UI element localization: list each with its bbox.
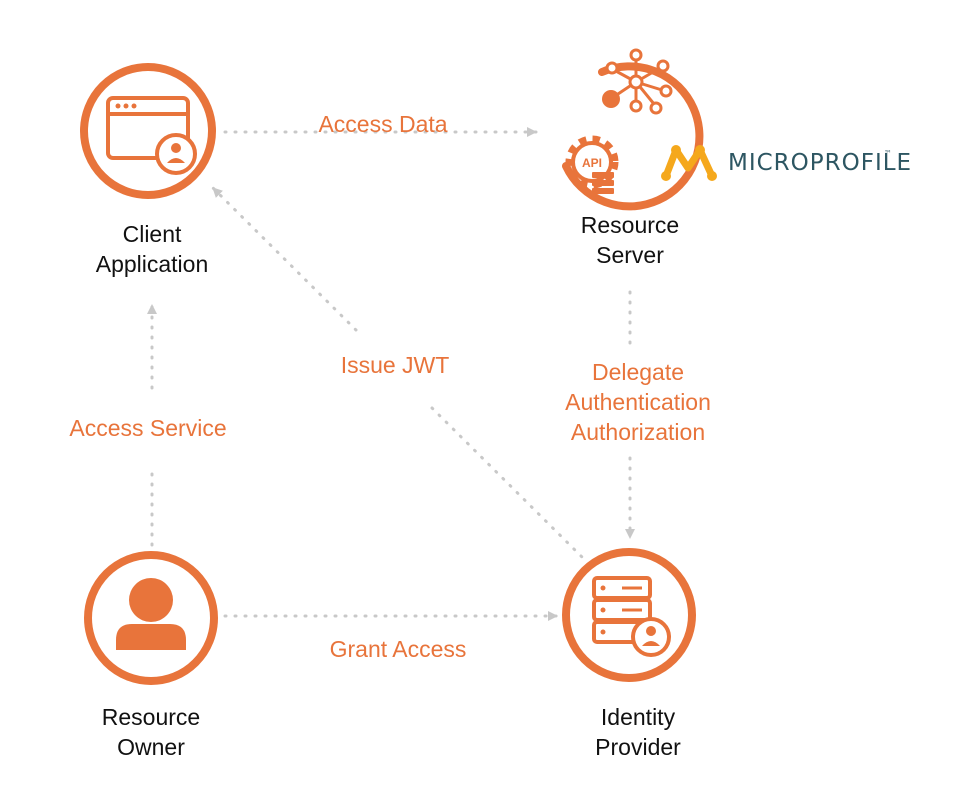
client-label-line1: Client bbox=[123, 221, 182, 247]
edge-issue-jwt bbox=[211, 186, 587, 562]
svg-text:API: API bbox=[582, 156, 602, 170]
resource-server-label-line1: Resource bbox=[581, 212, 679, 238]
client-node-ring bbox=[80, 63, 216, 199]
edge-label-authorization: Authorization bbox=[571, 419, 705, 445]
node-client-application[interactable]: Client Application bbox=[80, 63, 216, 277]
identity-provider-ring bbox=[562, 548, 696, 682]
node-resource-owner[interactable]: Resource Owner bbox=[84, 551, 218, 760]
microprofile-wordmark: MICROPROFILE bbox=[728, 150, 912, 176]
client-label-line2: Application bbox=[96, 251, 209, 277]
api-gear-icon: API bbox=[565, 135, 619, 194]
edge-label-authentication: Authentication bbox=[565, 389, 711, 415]
node-identity-provider[interactable]: Identity Provider bbox=[562, 548, 696, 760]
edge-label-access-service: Access Service bbox=[69, 415, 226, 441]
identity-provider-label-line2: Provider bbox=[595, 734, 681, 760]
person-icon bbox=[116, 578, 186, 650]
edge-label-issue-jwt: Issue JWT bbox=[341, 352, 450, 378]
identity-provider-label-line1: Identity bbox=[601, 704, 676, 730]
server-user-icon bbox=[592, 576, 671, 657]
network-nodes-icon bbox=[602, 48, 673, 115]
edge-label-access-data: Access Data bbox=[318, 111, 447, 137]
microprofile-logo: MICROPROFILE ™ bbox=[661, 145, 912, 181]
resource-server-label-line2: Server bbox=[596, 242, 664, 268]
browser-window-user-icon bbox=[106, 96, 197, 175]
resource-owner-label-line2: Owner bbox=[117, 734, 185, 760]
resource-owner-label-line1: Resource bbox=[102, 704, 200, 730]
edge-label-grant-access: Grant Access bbox=[330, 636, 467, 662]
edge-label-delegate: Delegate bbox=[592, 359, 684, 385]
node-resource-server[interactable]: API MICROPROFILE ™ Resource Server bbox=[562, 48, 912, 268]
trademark-mark: ™ bbox=[884, 149, 892, 158]
